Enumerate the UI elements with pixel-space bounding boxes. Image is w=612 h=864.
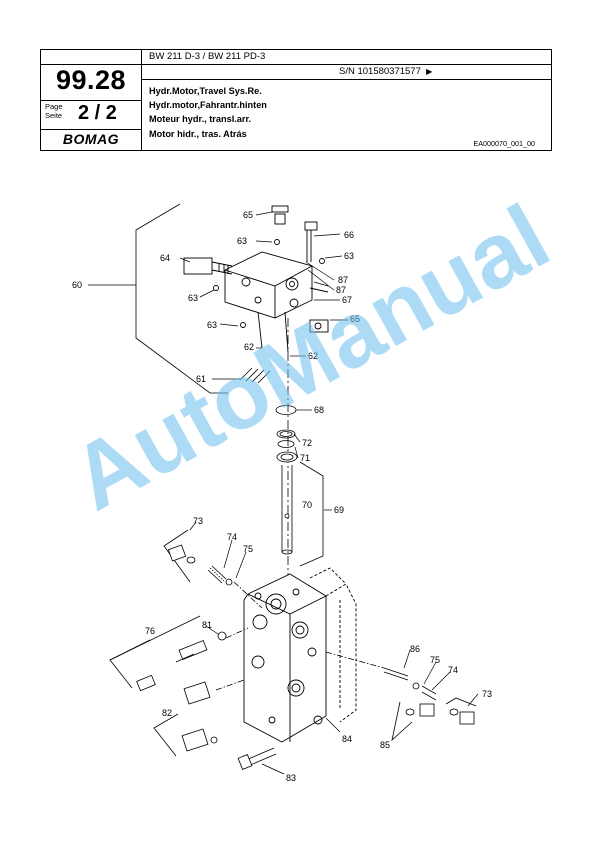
callout-65: 65 [243, 210, 253, 220]
callout-74: 74 [227, 532, 237, 542]
title-en: Hydr.Motor,Travel Sys.Re. [149, 86, 262, 96]
seal-rings [275, 405, 298, 463]
machine-model: BW 211 D-3 / BW 211 PD-3 [149, 51, 266, 62]
plug-82 [153, 679, 245, 757]
callout-63: 63 [344, 251, 354, 261]
serial-number-text: S/N 101580371577 [339, 66, 421, 77]
divider [41, 129, 141, 130]
title-fr: Moteur hydr., transl.arr. [149, 114, 252, 125]
callout-87: 87 [336, 285, 346, 295]
callout-83: 83 [286, 773, 296, 783]
screw-set-61 [212, 367, 271, 384]
callout-87: 87 [338, 275, 348, 285]
title-block: BW 211 D-3 / BW 211 PD-3 S/N 10158037157… [40, 49, 552, 151]
tube-70 [281, 461, 324, 567]
part-titles: Hydr.Motor,Travel Sys.Re. Hydr.motor,Fah… [149, 84, 267, 141]
divider [141, 79, 551, 80]
callout-65: 65 [350, 314, 360, 324]
callout-75: 75 [243, 544, 253, 554]
callout-63: 63 [188, 293, 198, 303]
callout-69: 69 [334, 505, 344, 515]
divider [41, 64, 551, 65]
title-es: Motor hidr., tras. Atrás [149, 128, 247, 139]
callout-71: 71 [300, 453, 310, 463]
callout-68: 68 [314, 405, 324, 415]
callout-84: 84 [342, 734, 352, 744]
main-housing [243, 567, 357, 743]
page-label: Page Seite [45, 102, 63, 120]
callout-75: 75 [430, 655, 440, 665]
serial-number: S/N 101580371577 ▶ [339, 66, 432, 77]
callout-73: 73 [482, 689, 492, 699]
callout-60: 60 [72, 280, 82, 290]
title-de: Hydr.motor,Fahrantr.hinten [149, 100, 267, 111]
group-bracket-60 [88, 203, 228, 394]
callout-70: 70 [302, 500, 312, 510]
bracket-76 [109, 615, 249, 692]
page-label-de: Seite [45, 110, 63, 120]
callout-62: 62 [308, 351, 318, 361]
callout-82: 82 [162, 708, 172, 718]
page-number: 2 / 2 [78, 102, 117, 124]
callout-73: 73 [193, 516, 203, 526]
bolt-83 [237, 747, 285, 775]
callout-63: 63 [207, 320, 217, 330]
serial-arrow-icon: ▶ [426, 67, 433, 76]
leader-lines [179, 211, 479, 733]
callout-62: 62 [244, 342, 254, 352]
section-number: 99.28 [55, 65, 127, 95]
document-id: EA000070_001_00 [473, 139, 535, 148]
divider [41, 100, 141, 101]
divider [141, 50, 142, 150]
plug-assembly-right [325, 651, 477, 742]
callout-76: 76 [145, 626, 155, 636]
callout-85: 85 [380, 740, 390, 750]
callout-61: 61 [196, 374, 206, 384]
callout-86: 86 [410, 644, 420, 654]
callout-81: 81 [202, 620, 212, 630]
callout-64: 64 [160, 253, 170, 263]
valve-block-upper [183, 205, 329, 353]
callout-63: 63 [237, 236, 247, 246]
callout-labels: 65 63 66 63 64 87 87 67 60 63 63 65 62 6… [72, 210, 492, 783]
callout-67: 67 [342, 295, 352, 305]
page-label-en: Page [45, 102, 63, 111]
callout-72: 72 [302, 438, 312, 448]
plug-assembly-left [163, 529, 263, 609]
callout-66: 66 [344, 230, 354, 240]
callout-74: 74 [448, 665, 458, 675]
bomag-logo: BOMAG [62, 131, 120, 147]
